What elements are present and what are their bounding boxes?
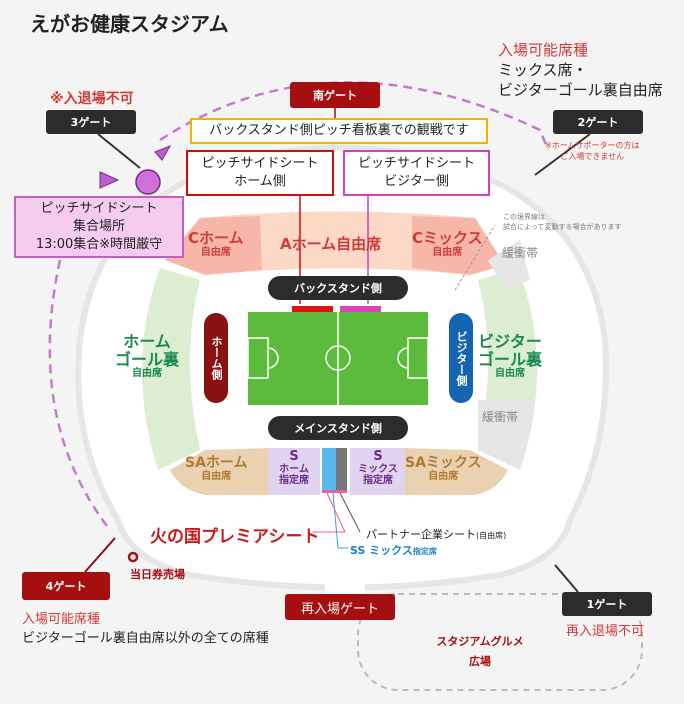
section-partner[interactable]: パートナー企業シート(自由席) (366, 526, 506, 542)
section-name: S (373, 449, 383, 464)
gourmet-plaza: スタジアムグルメ 広場 (420, 632, 540, 672)
note-line: 試合によって変動する場合があります (503, 223, 622, 231)
section-name: ビジター (478, 332, 542, 351)
note-line: ご入場できません (560, 152, 625, 161)
gate2-note: ※ホームサポーターの方は ご入場できません (545, 140, 639, 162)
home-side-label: ホーム側 (204, 313, 228, 403)
section-sa-mix[interactable]: SAミックス自由席 (405, 455, 482, 483)
gate3-note: ※入退場不可 (50, 91, 134, 107)
label-line: 13:00集合※時間厳守 (35, 237, 163, 252)
section-name: ホーム (123, 332, 171, 351)
label-line: 広場 (469, 655, 491, 668)
page-title: えがお健康スタジアム (30, 12, 229, 36)
gate3[interactable]: 3ゲート (46, 110, 136, 134)
reentry-gate[interactable]: 再入場ゲート (285, 594, 395, 620)
buffer-zone-top: 緩衝帯 (502, 246, 539, 260)
section-ss-mix[interactable]: SS ミックス指定席 (350, 542, 437, 558)
sa-home-stand (170, 448, 270, 495)
section-sub: 指定席 (412, 547, 437, 556)
gate1[interactable]: 1ゲート (562, 592, 652, 616)
sa-mix-stand (405, 448, 508, 495)
section-sub: 自由席 (200, 246, 231, 258)
section-sub: ミックス (358, 464, 398, 476)
gate2-allowed-seats: 入場可能席種 ミックス席・ ビジターゴール裏自由席 (498, 40, 663, 100)
allowed-line: ミックス席・ (498, 61, 588, 79)
note-line: この境界線は (503, 213, 545, 221)
allowed-line: ビジターゴール裏自由席以外の全ての席種 (22, 631, 269, 646)
label-line: ピッチサイドシート (40, 201, 158, 216)
section-name: Cミックス (412, 229, 483, 247)
pitchside-home-box: ピッチサイドシート ホーム側 (186, 150, 334, 196)
gate1-note: 再入退場不可 (566, 624, 645, 639)
section-sub: ホーム (279, 464, 309, 476)
section-name: SAホーム (185, 455, 248, 471)
label-line: ホーム側 (234, 174, 286, 189)
section-home-goal[interactable]: ホームゴール裏自由席 (115, 333, 179, 379)
section-name: SS ミックス (350, 544, 413, 557)
south-gate[interactable]: 南ゲート (290, 82, 380, 108)
gate2[interactable]: 2ゲート (553, 110, 643, 134)
boundary-note: この境界線は 試合によって変動する場合があります (503, 212, 621, 232)
label-line: 集合場所 (72, 219, 125, 234)
meeting-point-box: ピッチサイドシート 集合場所 13:00集合※時間厳守 (14, 196, 184, 258)
gate4-allowed-seats: 入場可能席種 ビジターゴール裏自由席以外の全ての席種 (22, 610, 269, 648)
label-line: スタジアムグルメ (436, 635, 524, 648)
section-sub: 自由席 (201, 471, 232, 483)
section-sub: 自由席 (432, 246, 463, 258)
section-premier[interactable]: 火の国プレミアシート (150, 527, 320, 547)
label-line: ピッチサイドシート (357, 156, 475, 171)
section-sub: 自由席 (132, 368, 162, 380)
section-sub: 指定席 (279, 475, 309, 487)
allowed-label: 入場可能席種 (498, 41, 589, 59)
ticket-booth-icon (127, 551, 139, 563)
backstand-label: バックスタンド側 (268, 276, 408, 300)
visitor-side-label: ビジター側 (449, 313, 473, 403)
section-name: ゴール裏 (478, 349, 543, 369)
section-name: S (289, 449, 299, 464)
section-sub: 自由席 (495, 368, 525, 380)
allowed-line: ビジターゴール裏自由席 (498, 81, 663, 99)
allowed-label: 入場可能席種 (22, 612, 101, 627)
pitchside-visitor-box: ピッチサイドシート ビジター側 (343, 150, 490, 196)
section-sa-home[interactable]: SAホーム自由席 (185, 455, 248, 483)
section-name: Cホーム (188, 229, 244, 247)
ticket-booth-label: 当日券売場 (130, 568, 185, 581)
section-name: ゴール裏 (115, 349, 180, 369)
backstand-note: バックスタンド側ピッチ看板裏での観戦です (190, 118, 488, 144)
section-c-mix[interactable]: Cミックス自由席 (412, 230, 483, 258)
section-name: パートナー企業シート (366, 528, 476, 541)
label-line: ピッチサイドシート (201, 156, 319, 171)
home-goal-stand (141, 268, 200, 470)
section-visitor-goal[interactable]: ビジターゴール裏自由席 (478, 333, 542, 379)
section-sub: 自由席 (428, 471, 459, 483)
buffer-zone-bottom: 緩衝帯 (482, 410, 519, 424)
mainstand-label: メインスタンド側 (268, 416, 408, 440)
gate4[interactable]: 4ゲート (22, 572, 110, 600)
section-c-home[interactable]: Cホーム自由席 (188, 230, 244, 258)
label-line: ビジター側 (384, 174, 449, 189)
section-sub: (自由席) (476, 531, 507, 540)
section-sub: 指定席 (363, 475, 393, 487)
section-a-home[interactable]: Aホーム自由席 (280, 235, 382, 253)
note-line: ※ホームサポーターの方は (545, 141, 640, 150)
section-name: SAミックス (405, 455, 482, 471)
meeting-point-marker (135, 169, 161, 195)
